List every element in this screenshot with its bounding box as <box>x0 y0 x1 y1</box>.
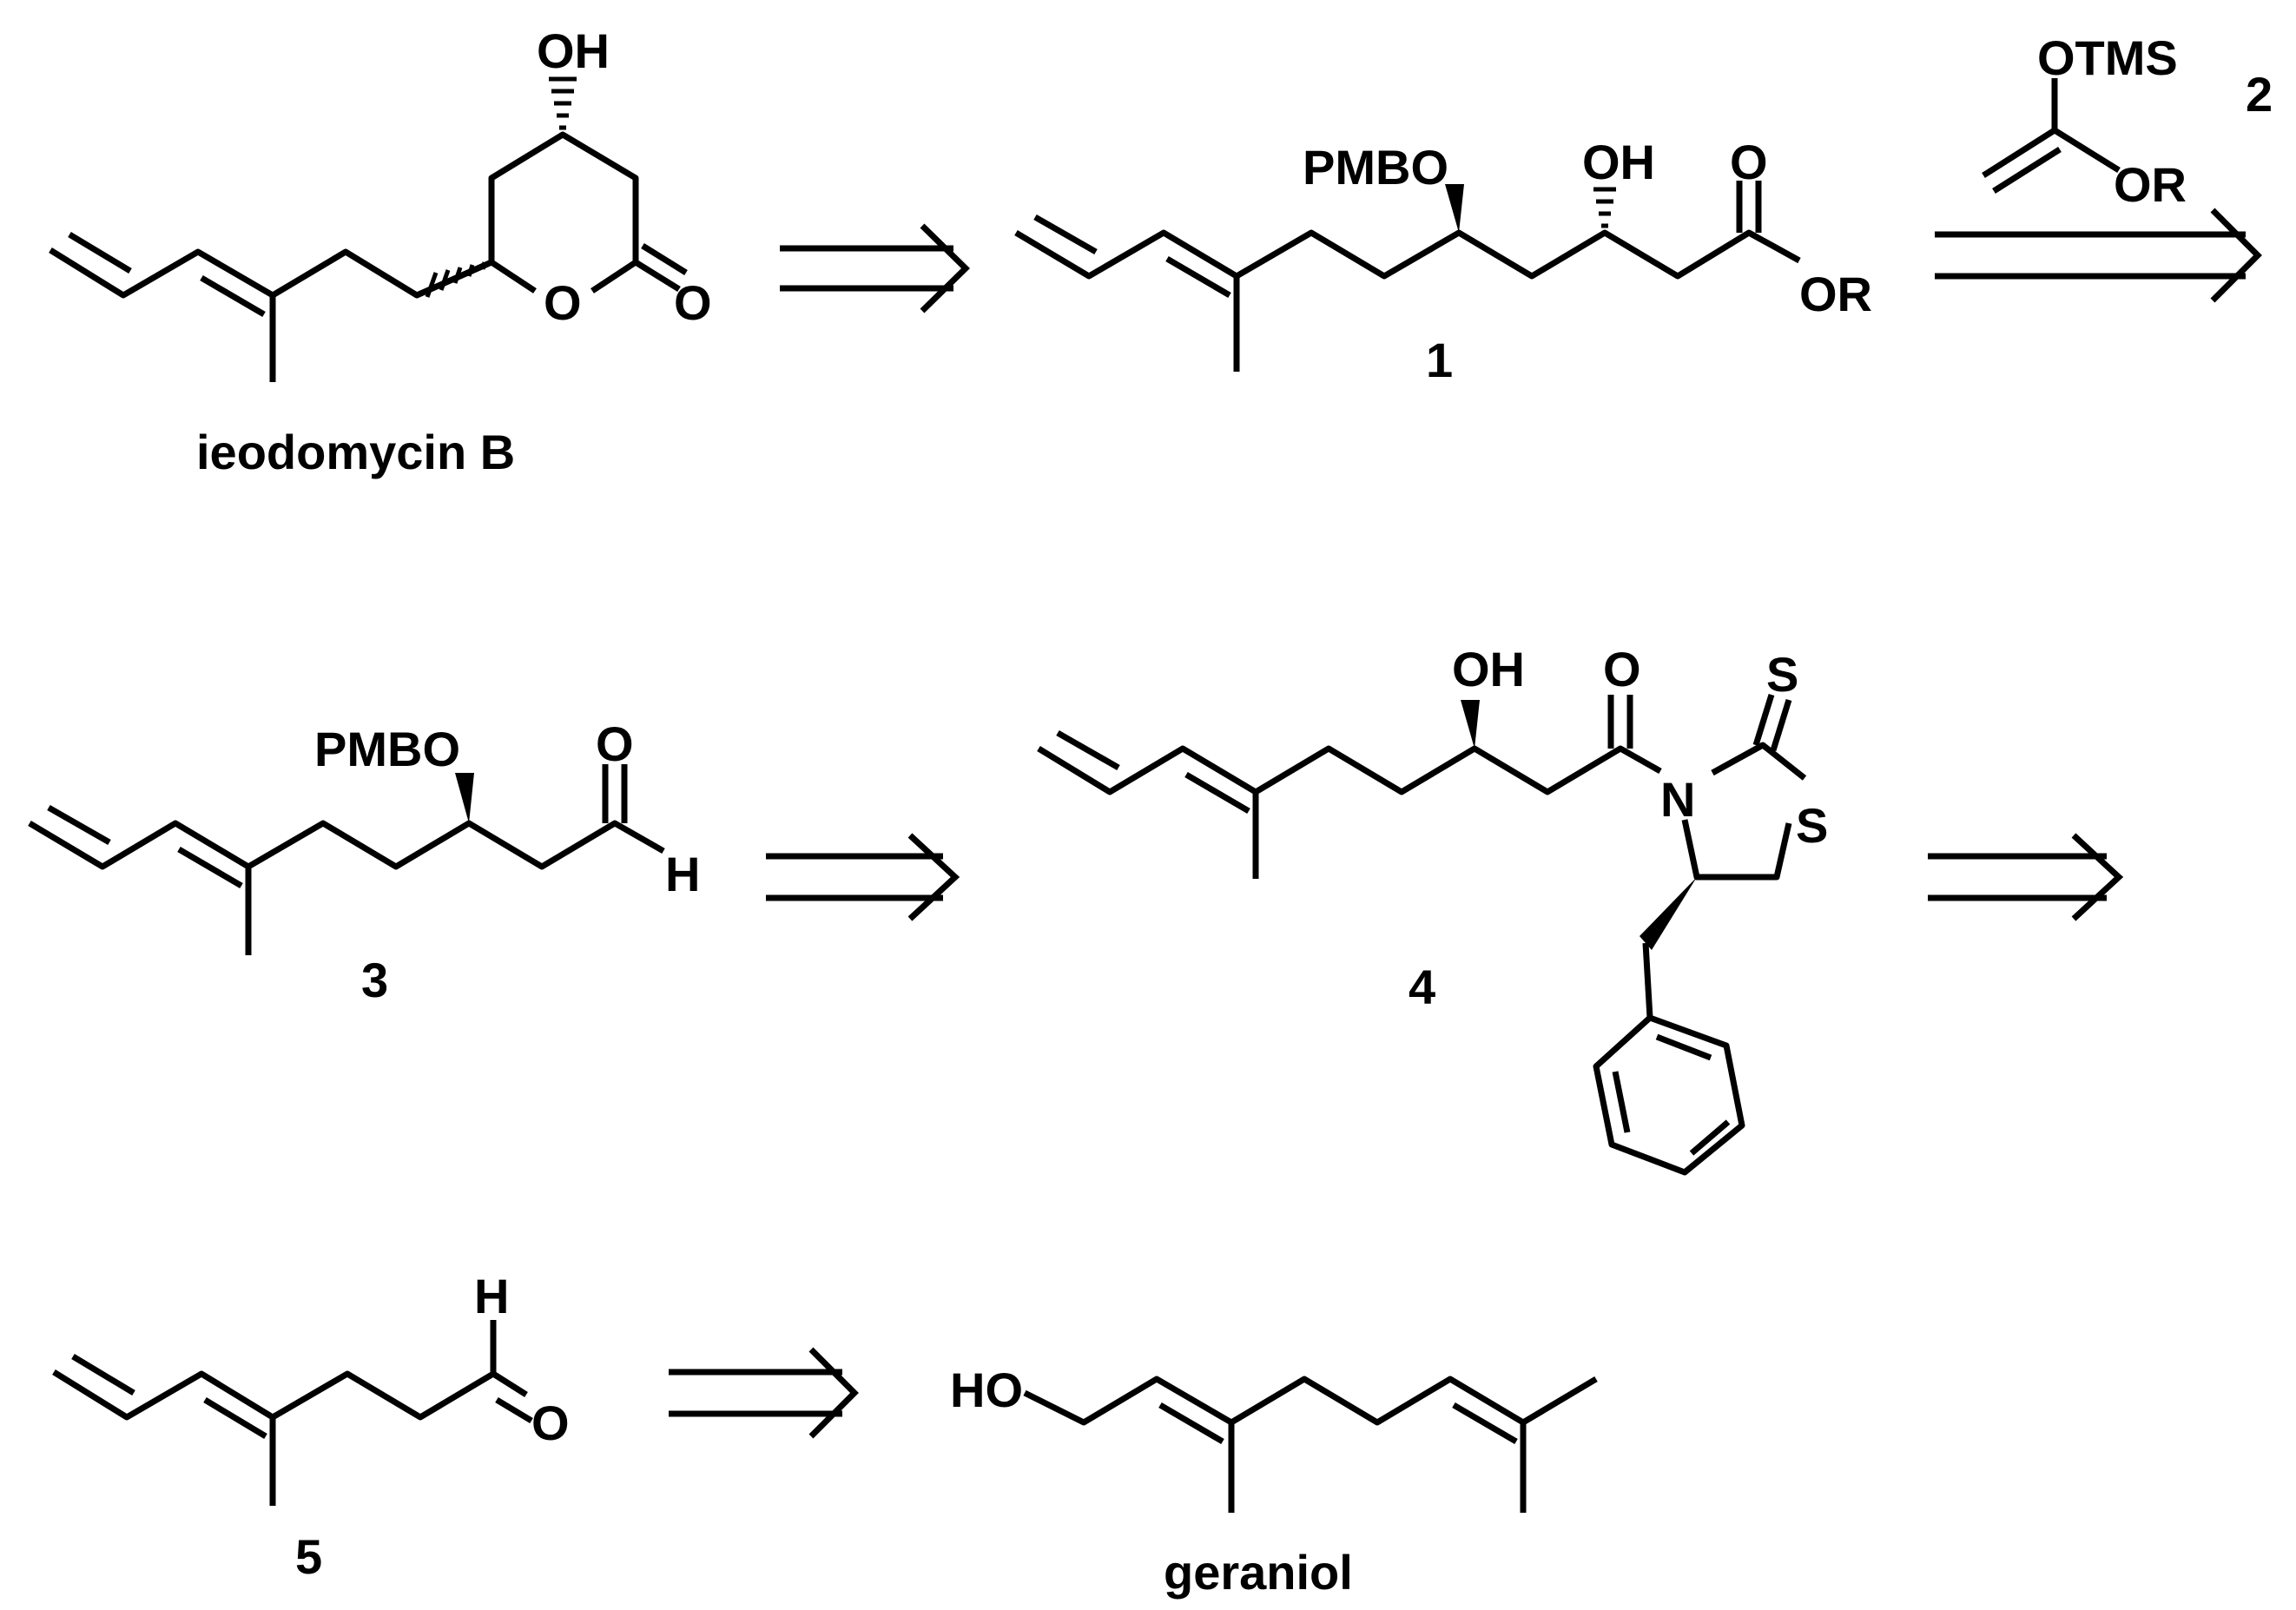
retrosynthetic-arrow <box>780 223 971 313</box>
compound-label-5: 5 <box>295 1529 322 1584</box>
ring-sulfur-label: S <box>1796 798 1828 853</box>
hydroxyl-label: OH <box>537 23 610 78</box>
compound-2-structure: OTMS OR 2 <box>1982 30 2273 212</box>
carbonyl-oxygen-label: O <box>596 716 634 771</box>
hydroxyl-label: HO <box>950 1363 1023 1417</box>
aldehyde-h-label: H <box>665 847 700 901</box>
pmbo-label: PMBO <box>314 722 460 776</box>
hydroxyl-label: OH <box>1582 135 1655 189</box>
carbonyl-oxygen-label: O <box>1730 135 1768 189</box>
pmbo-label: PMBO <box>1303 140 1448 195</box>
wedge-bond <box>1445 184 1464 233</box>
otms-label: OTMS <box>2037 30 2178 85</box>
wedge-bond <box>455 773 474 823</box>
compound-1-structure: PMBO OH O OR 1 <box>1014 135 1872 387</box>
hydroxyl-label: OH <box>1452 642 1525 696</box>
compound-4-structure: OH O S N S 4 <box>1037 642 1828 1176</box>
wedge-bond <box>1461 700 1480 749</box>
enol-or-label: OR <box>2114 157 2187 212</box>
hashed-bond <box>549 76 577 130</box>
retrosynthetic-arrow <box>1928 833 2124 921</box>
ring-oxygen-label: O <box>544 275 582 330</box>
carbonyl-oxygen-label: O <box>531 1396 570 1450</box>
aldehyde-h-label: H <box>474 1269 509 1323</box>
nitrogen-label: N <box>1660 772 1695 827</box>
ester-or-label: OR <box>1799 267 1872 321</box>
carbonyl-oxygen-label: O <box>1603 642 1641 696</box>
compound-5-structure: H O 5 <box>52 1269 570 1584</box>
wedge-bond <box>1640 877 1697 950</box>
geraniol-structure: HO geraniol <box>950 1363 1598 1600</box>
retrosynthetic-arrow <box>1935 208 2262 303</box>
compound-label-geraniol: geraniol <box>1164 1545 1353 1600</box>
compound-3-structure: PMBO O H 3 <box>28 716 700 1007</box>
thione-sulfur-label: S <box>1766 647 1798 702</box>
compound-label-ieodomycin-b: ieodomycin B <box>196 425 515 479</box>
compound-label-4: 4 <box>1409 960 1435 1014</box>
ieodomycin-b-structure: OH O O ieodomycin B <box>49 23 712 479</box>
hashed-bond <box>1593 187 1616 228</box>
retrosynthetic-arrow <box>669 1347 859 1439</box>
retrosynthetic-arrow <box>766 833 960 921</box>
hashed-bond <box>425 261 487 298</box>
carbonyl-oxygen-label: O <box>674 275 712 330</box>
compound-label-2: 2 <box>2246 67 2273 122</box>
compound-label-1: 1 <box>1426 333 1453 387</box>
compound-label-3: 3 <box>361 953 388 1007</box>
